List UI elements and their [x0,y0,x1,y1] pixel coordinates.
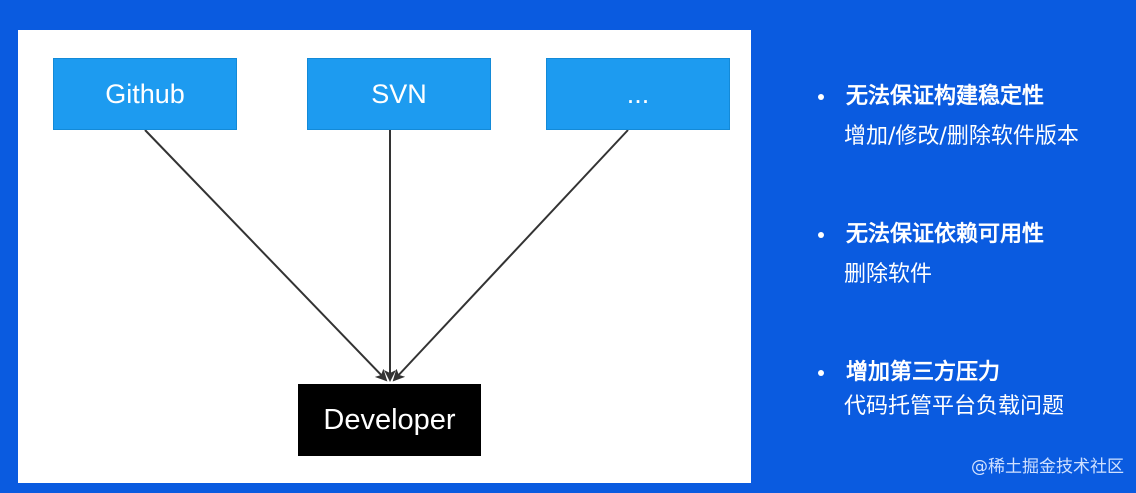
bullet-dot-icon [818,232,824,238]
bullet-title: 增加第三方压力 [846,360,1001,385]
node-github: Github [53,58,237,130]
bullet-detail: 删除软件 [844,262,933,287]
diagram-panel: Github SVN ... Developer [18,30,751,483]
dependency-diagram [144,129,629,382]
bullet-detail: 增加/修改/删除软件版本 [844,124,1079,149]
bullet-detail: 代码托管平台负载问题 [844,394,1065,419]
node-developer: Developer [298,384,481,456]
bullet-item: 增加第三方压力 代码托管平台负载问题 [812,356,1132,424]
node-more: ... [546,58,730,130]
node-svn: SVN [307,58,491,130]
bullet-item: 无法保证构建稳定性 增加/修改/删除软件版本 [812,80,1132,154]
edge-github-developer [144,129,388,382]
watermark: @稀土掘金技术社区 [971,457,1124,477]
bullet-dot-icon [818,370,824,376]
bullet-item: 无法保证依赖可用性 删除软件 [812,218,1132,292]
edge-more-developer [392,129,629,382]
bullet-title: 无法保证依赖可用性 [846,222,1045,247]
bullet-title: 无法保证构建稳定性 [846,84,1045,109]
bullet-dot-icon [818,94,824,100]
